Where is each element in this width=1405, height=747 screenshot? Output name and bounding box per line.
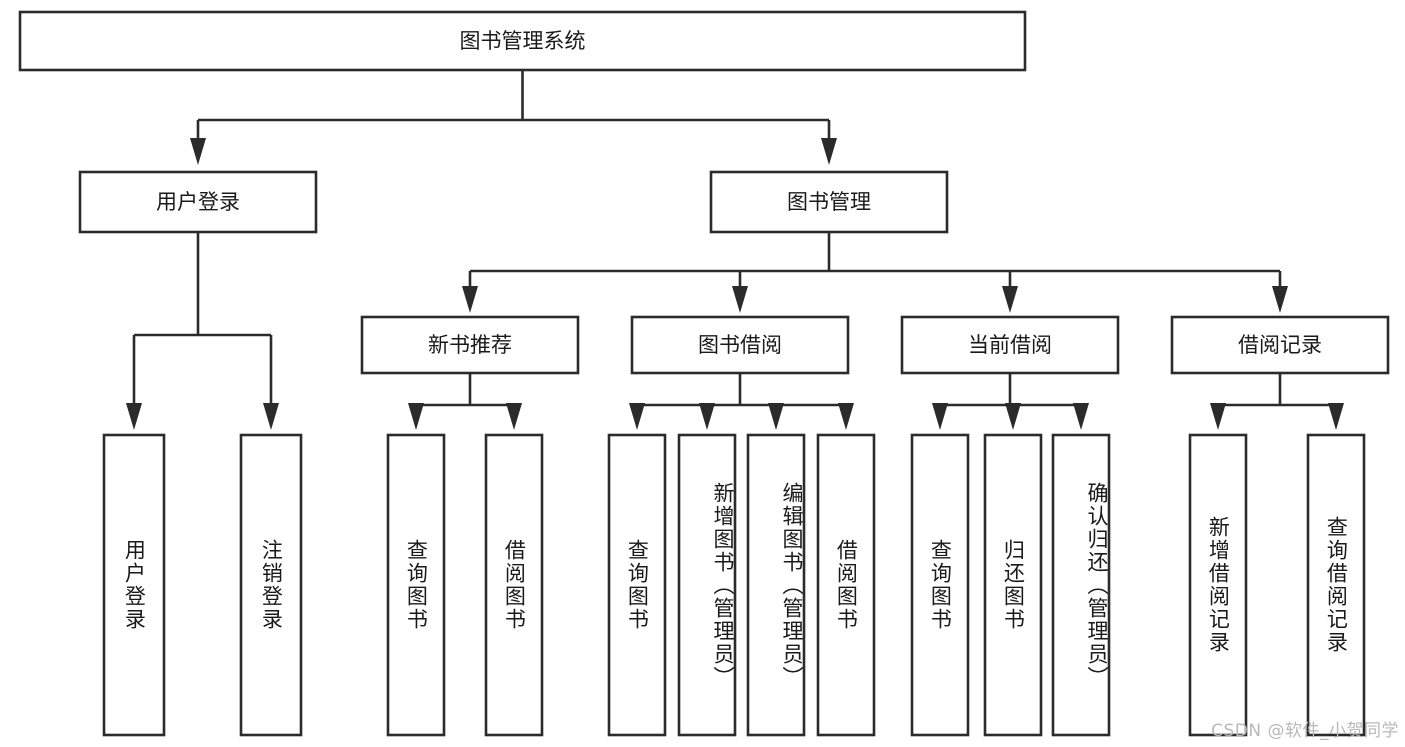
arrow-head-icon — [821, 138, 837, 165]
leaf-box-return-book[interactable] — [983, 433, 1043, 737]
connector-group-book-borrow — [629, 373, 854, 430]
connector-group-book-manage — [462, 232, 1288, 313]
arrow-head-icon — [408, 403, 424, 430]
leaf-box-query-record[interactable] — [1306, 433, 1366, 737]
leaf-box-user-login[interactable] — [102, 433, 166, 737]
connector-group-current-borrow — [932, 373, 1089, 430]
leaf-box-add-book[interactable] — [677, 433, 737, 737]
node-current-borrow-box[interactable] — [900, 315, 1120, 375]
node-user-login-box[interactable] — [78, 170, 318, 234]
arrow-head-icon — [190, 138, 206, 165]
leaf-box-edit-book[interactable] — [746, 433, 806, 737]
arrow-head-icon — [506, 403, 522, 430]
node-new-book-rec-label: 新书推荐 — [428, 333, 512, 357]
arrow-head-icon — [126, 403, 142, 430]
arrow-head-icon — [1328, 403, 1344, 430]
connector-group-borrow-record — [1210, 373, 1344, 430]
arrow-head-icon — [838, 403, 854, 430]
node-book-borrow[interactable]: 图书借阅 — [630, 315, 850, 375]
arrow-head-icon — [263, 403, 279, 430]
leaf-box-query-book-2[interactable] — [607, 433, 667, 737]
leaf-box-query-book-1[interactable] — [386, 433, 446, 737]
leaf-box-logout[interactable] — [239, 433, 303, 737]
arrow-head-icon — [1210, 403, 1226, 430]
arrow-head-icon — [1002, 286, 1018, 313]
node-borrow-record-box[interactable] — [1170, 315, 1390, 375]
node-root[interactable]: 图书管理系统 — [18, 10, 1027, 72]
arrow-head-icon — [1272, 286, 1288, 313]
node-book-borrow-box[interactable] — [630, 315, 850, 375]
arrow-head-icon — [629, 403, 645, 430]
node-root-box[interactable] — [18, 10, 1027, 72]
node-book-manage-box[interactable] — [709, 170, 949, 234]
arrow-head-icon — [699, 403, 715, 430]
arrow-head-icon — [732, 286, 748, 313]
node-borrow-record-label: 借阅记录 — [1238, 333, 1322, 357]
node-book-manage[interactable]: 图书管理 — [709, 170, 949, 234]
node-book-manage-label: 图书管理 — [787, 190, 871, 214]
connector-group-root — [190, 70, 837, 165]
arrow-head-icon — [932, 403, 948, 430]
leaf-box-borrow-book-1[interactable] — [484, 433, 544, 737]
connector-group-user-login — [126, 232, 279, 430]
node-user-login[interactable]: 用户登录 — [78, 170, 318, 234]
leaf-box-borrow-book-2[interactable] — [816, 433, 876, 737]
node-borrow-record[interactable]: 借阅记录 — [1170, 315, 1390, 375]
arrow-head-icon — [1073, 403, 1089, 430]
node-user-login-label: 用户登录 — [156, 190, 240, 214]
connector-group-new-book-rec — [408, 373, 522, 430]
leaf-box-query-book-3[interactable] — [910, 433, 970, 737]
node-book-borrow-label: 图书借阅 — [698, 333, 782, 357]
leaf-boxes — [102, 433, 1366, 737]
arrow-head-icon — [1005, 403, 1021, 430]
arrow-head-icon — [768, 403, 784, 430]
node-current-borrow[interactable]: 当前借阅 — [900, 315, 1120, 375]
leaf-box-confirm-return[interactable] — [1051, 433, 1111, 737]
arrow-head-icon — [462, 286, 478, 313]
leaf-box-add-record[interactable] — [1188, 433, 1248, 737]
node-root-label: 图书管理系统 — [460, 29, 586, 53]
node-new-book-rec[interactable]: 新书推荐 — [360, 315, 580, 375]
node-current-borrow-label: 当前借阅 — [968, 333, 1052, 357]
csdn-watermark: CSDN @软件_小贺同学 — [1211, 721, 1399, 741]
node-new-book-rec-box[interactable] — [360, 315, 580, 375]
